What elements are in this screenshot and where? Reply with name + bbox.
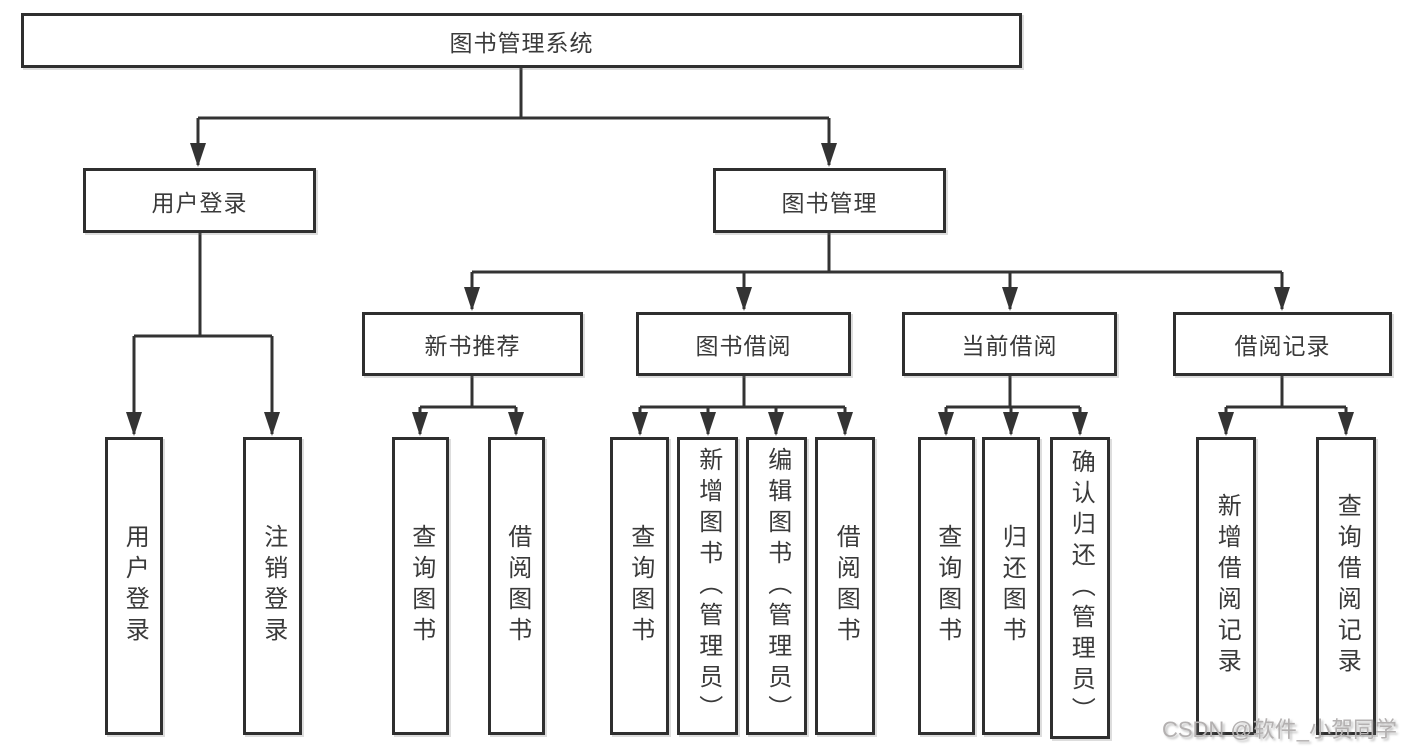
branch-node-label: 图书借阅 (695, 333, 792, 359)
branch-node-label: 借阅记录 (1234, 333, 1331, 359)
leaf-node-query-books-recommend: 查询图书 (392, 437, 449, 735)
leaf-node-edit-books-admin: 编辑图书（管理员） (746, 437, 807, 735)
leaf-node-label: 新增借阅记录 (1213, 493, 1241, 679)
branch-node-new-book-recommend: 新书推荐 (362, 312, 583, 376)
root-node-library-management-system: 图书管理系统 (21, 13, 1022, 68)
branch-node-label: 新书推荐 (424, 333, 521, 359)
leaf-node-query-books-borrowing: 查询图书 (610, 437, 669, 735)
leaf-node-label: 查询图书 (626, 524, 654, 648)
leaf-node-label: 新增图书（管理员） (694, 446, 722, 726)
branch-node-label: 当前借阅 (961, 333, 1058, 359)
branch-node-label: 用户登录 (151, 189, 248, 216)
leaf-node-query-borrow-record: 查询借阅记录 (1316, 437, 1376, 735)
leaf-node-label: 查询图书 (407, 524, 435, 648)
leaf-node-label: 归还图书 (998, 524, 1026, 648)
root-node-label: 图书管理系统 (449, 29, 594, 56)
branch-node-user-login: 用户登录 (83, 168, 316, 233)
leaf-node-label: 用户登录 (121, 524, 149, 648)
branch-node-book-management: 图书管理 (713, 168, 946, 233)
branch-node-borrowing-records: 借阅记录 (1173, 312, 1392, 376)
branch-node-label: 图书管理 (781, 189, 878, 216)
leaf-node-user-login: 用户登录 (105, 437, 163, 735)
branch-node-current-borrowing: 当前借阅 (902, 312, 1117, 376)
leaf-node-confirm-return-admin: 确认归还（管理员） (1050, 437, 1110, 739)
leaf-node-label: 查询借阅记录 (1333, 493, 1361, 679)
leaf-node-label: 编辑图书（管理员） (763, 446, 791, 726)
leaf-node-borrow-books-recommend: 借阅图书 (488, 437, 545, 735)
leaf-node-label: 注销登录 (259, 524, 287, 648)
branch-node-book-borrowing: 图书借阅 (636, 312, 851, 376)
leaf-node-return-books: 归还图书 (982, 437, 1040, 735)
leaf-node-add-books-admin: 新增图书（管理员） (677, 437, 738, 735)
leaf-node-query-books-current: 查询图书 (918, 437, 975, 735)
leaf-node-label: 借阅图书 (832, 524, 860, 648)
leaf-node-add-borrow-record: 新增借阅记录 (1196, 437, 1256, 735)
leaf-node-label: 确认归还（管理员） (1067, 448, 1095, 728)
leaf-node-label: 借阅图书 (503, 524, 531, 648)
csdn-watermark: CSDN @软件_小贺同学 (1161, 717, 1397, 742)
leaf-node-label: 查询图书 (933, 524, 961, 648)
leaf-node-logout: 注销登录 (243, 437, 302, 735)
leaf-node-borrow-books-borrowing: 借阅图书 (815, 437, 875, 735)
